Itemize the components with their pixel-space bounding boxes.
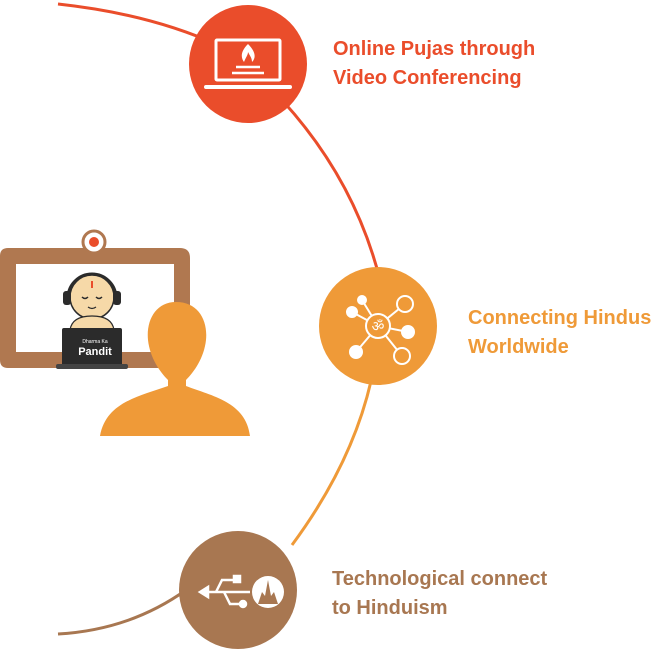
- video-call-illustration: [0, 229, 250, 436]
- pandit-avatar-icon: [63, 272, 121, 331]
- webcam-icon: [81, 229, 107, 255]
- feature-circle-connecting-hindus: ॐ: [319, 267, 437, 385]
- feature-line-1: Online Pujas through: [333, 38, 536, 60]
- feature-line-2: Video Conferencing: [333, 67, 522, 89]
- feature-line-2: Worldwide: [468, 336, 569, 358]
- laptop-fire-icon: [204, 38, 292, 89]
- logo-big-text: Pandit: [78, 346, 112, 358]
- usb-temple-icon: [197, 574, 284, 609]
- user-silhouette-icon: [100, 302, 250, 436]
- feature-circle-online-pujas: [189, 5, 307, 123]
- feature-line-2: to Hinduism: [332, 597, 448, 619]
- om-network-icon: ॐ: [346, 295, 415, 365]
- feature-line-1: Connecting Hindus: [468, 307, 652, 329]
- svg-text:ॐ: ॐ: [372, 319, 385, 335]
- feature-circle-technological-connect: [179, 531, 297, 649]
- arc-segment-red: [57, 2, 219, 47]
- pandit-logo: Dharma Ka Pandit: [69, 339, 121, 358]
- feature-line-1: Technological connect: [332, 568, 548, 590]
- arc-segment-brown: [57, 588, 187, 636]
- feature-label-connecting-hindus: Connecting Hindus Worldwide: [468, 304, 651, 362]
- arc-segment-orange: [290, 371, 375, 546]
- arc-segment-red-lower: [280, 98, 382, 281]
- feature-label-online-pujas: Online Pujas through Video Conferencing: [333, 35, 535, 93]
- feature-label-technological-connect: Technological connect to Hinduism: [332, 565, 547, 623]
- logo-small-text: Dharma Ka: [82, 339, 108, 345]
- laptop-icon: [56, 328, 128, 369]
